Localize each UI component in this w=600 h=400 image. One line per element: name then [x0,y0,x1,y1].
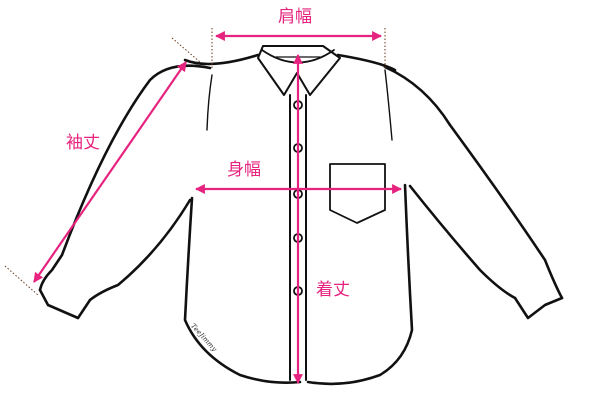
body-width-label: 身幅 [227,160,261,180]
sleeve-length-arrow [33,61,187,283]
shoulder-width-label: 肩幅 [278,7,312,27]
total-length-label: 着丈 [316,280,350,300]
shirt-outline [38,45,564,386]
sleeve-length-label: 袖丈 [66,133,100,153]
